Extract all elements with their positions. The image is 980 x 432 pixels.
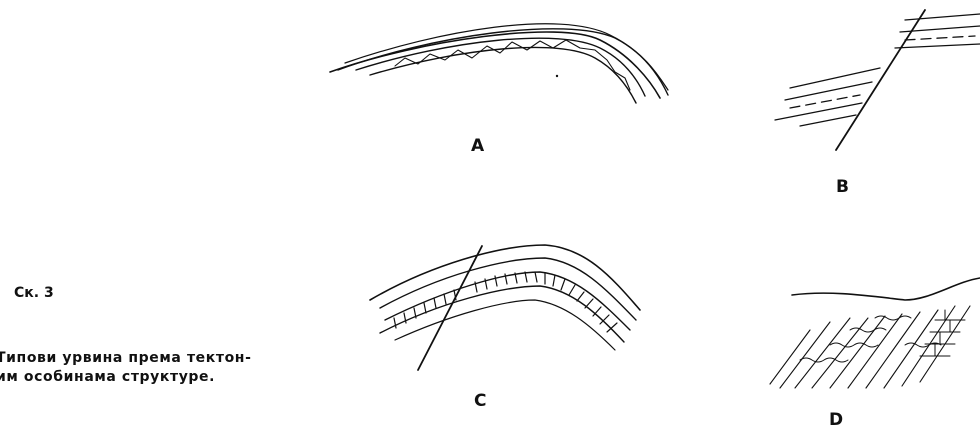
panel-d-label: D — [829, 410, 843, 430]
panel-b-fault-diagram — [775, 10, 980, 150]
panel-d-cliff-diagram — [770, 278, 980, 388]
panel-c-label: C — [474, 391, 486, 411]
figure-caption: Типови урвина према тектон- им особинама… — [0, 349, 336, 387]
panel-a-fold-diagram — [330, 24, 668, 103]
panel-c-fold-fault-diagram — [370, 245, 640, 370]
caption-line-2: им особинама структуре. — [0, 368, 336, 387]
panel-a-label: A — [471, 136, 485, 156]
panel-b-label: B — [836, 177, 849, 197]
caption-line-1: Типови урвина према тектон- — [0, 349, 336, 368]
figure-number: Ск. 3 — [14, 285, 54, 301]
